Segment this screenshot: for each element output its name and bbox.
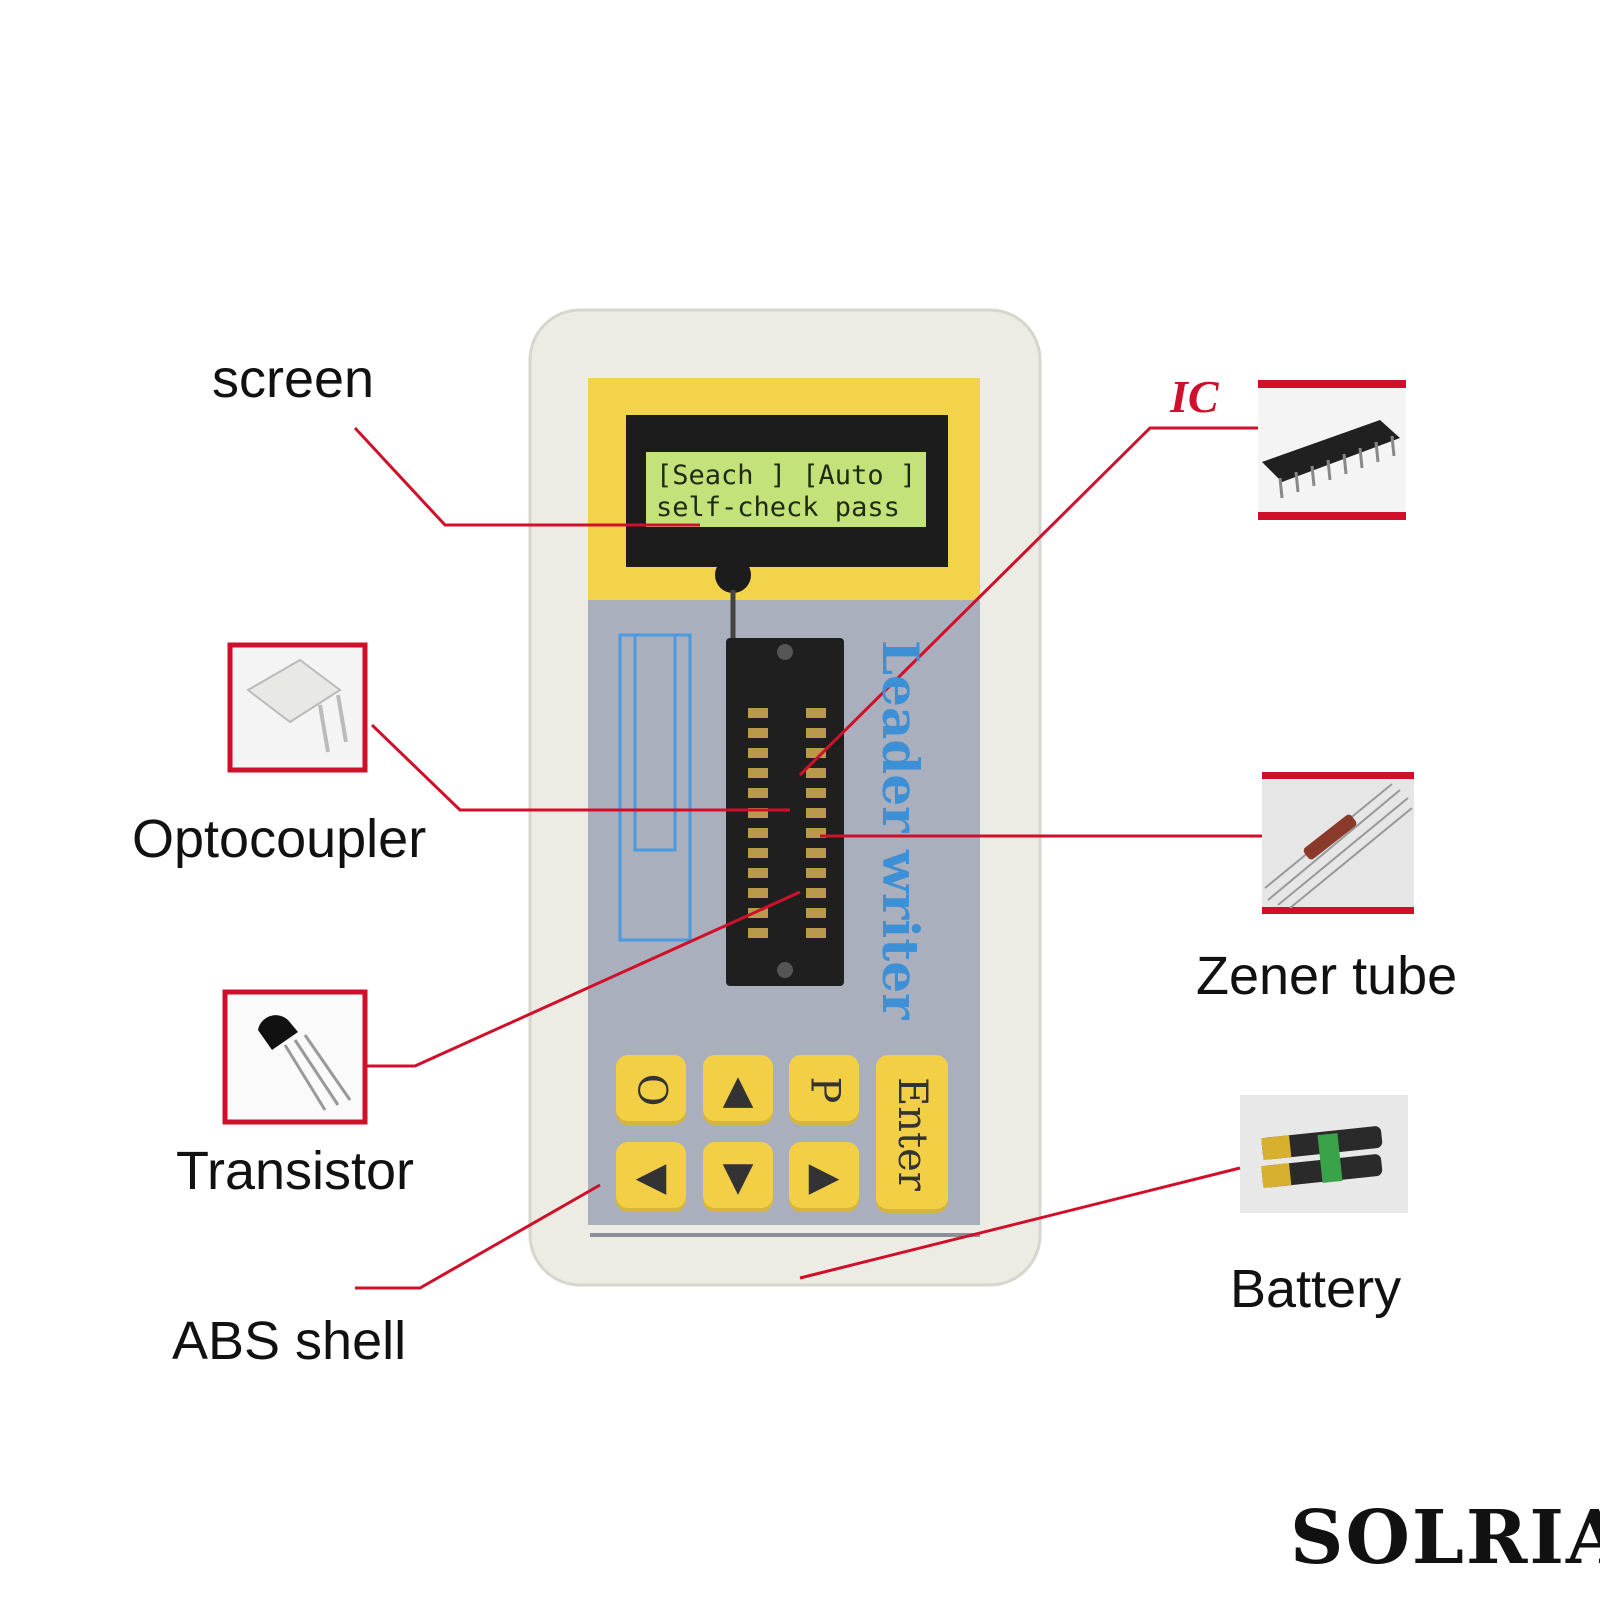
label-battery: Battery — [1230, 1259, 1402, 1319]
leader-line-optocoupler — [370, 723, 790, 812]
side-print-text: Leader writer — [871, 640, 930, 1020]
label-zener-tube: Zener tube — [1196, 946, 1458, 1006]
key-right[interactable]: ▶ — [789, 1142, 859, 1212]
socket-pins — [748, 708, 826, 938]
lcd-line-2: self-check pass — [656, 492, 900, 523]
leader-line-abs-shell — [355, 1183, 601, 1290]
label-screen: screen — [212, 349, 375, 409]
label-optocoupler: Optocoupler — [132, 809, 427, 869]
key-o-label: O — [627, 1073, 674, 1107]
left-arrow-icon: ◀ — [635, 1154, 667, 1200]
key-enter[interactable]: Enter — [876, 1055, 948, 1213]
ic-chip-thumbnail — [1258, 380, 1406, 520]
leader-line-screen — [353, 426, 700, 527]
label-ic: IC — [1170, 371, 1219, 422]
brand-logo-text: SOLRIA — [1290, 1495, 1600, 1581]
lcd-window — [646, 452, 926, 527]
key-enter-label: Enter — [889, 1077, 936, 1191]
label-transistor: Transistor — [176, 1141, 415, 1201]
key-down[interactable]: ▼ — [703, 1142, 773, 1212]
key-p-label: P — [800, 1076, 847, 1104]
zif-socket — [726, 638, 844, 986]
key-left[interactable]: ◀ — [616, 1142, 686, 1212]
leader-line-transistor — [365, 890, 801, 1068]
up-arrow-icon: ▲ — [722, 1067, 754, 1113]
optocoupler-thumbnail — [227, 642, 368, 773]
leader-lines — [353, 426, 1262, 1290]
socket-lever-knob — [715, 557, 751, 593]
leader-line-ic — [798, 426, 1258, 777]
key-o[interactable]: O — [616, 1055, 686, 1125]
battery-thumbnail — [1240, 1095, 1408, 1213]
label-abs-shell: ABS shell — [172, 1311, 407, 1371]
ic-outline-print — [618, 633, 692, 942]
key-p[interactable]: P — [789, 1055, 859, 1125]
zener-tube-thumbnail — [1262, 772, 1414, 914]
transistor-thumbnail — [222, 989, 368, 1125]
down-arrow-icon: ▼ — [722, 1154, 754, 1200]
lcd-line-1: [Seach ] [Auto ] — [656, 460, 917, 491]
leader-line-battery — [799, 1166, 1241, 1280]
key-up[interactable]: ▲ — [703, 1055, 773, 1125]
right-arrow-icon: ▶ — [808, 1154, 840, 1200]
